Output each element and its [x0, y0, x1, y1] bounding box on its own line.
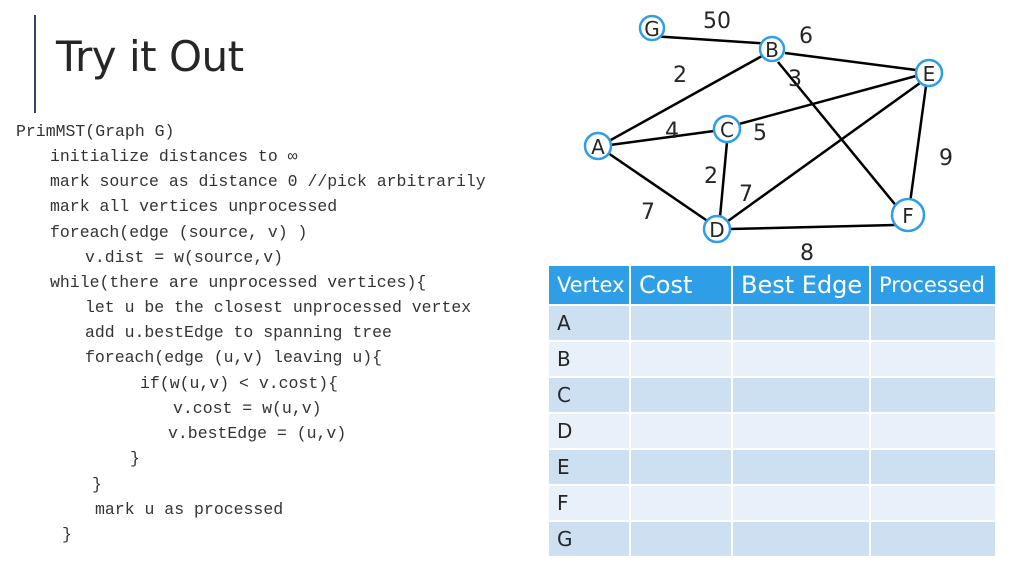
- edge-B-E: [784, 51, 917, 72]
- cell-cost[interactable]: [631, 304, 733, 340]
- node-F: F: [890, 197, 926, 233]
- cell-vertex: D: [549, 412, 631, 448]
- edge-B-F: [777, 61, 899, 209]
- cell-best-edge[interactable]: [733, 520, 871, 556]
- code-line: }: [92, 475, 102, 494]
- cell-vertex: B: [549, 340, 631, 376]
- weight-A-B: 2: [673, 63, 687, 88]
- slide-title: Try it Out: [56, 32, 244, 81]
- code-line: foreach(edge (source, v) ): [50, 223, 308, 242]
- code-line: add u.bestEdge to spanning tree: [85, 323, 392, 342]
- node-C: C: [712, 114, 742, 144]
- code-line: mark all vertices unprocessed: [50, 197, 338, 216]
- edge-E-F: [908, 85, 928, 204]
- cell-best-edge[interactable]: [733, 340, 871, 376]
- cell-cost[interactable]: [631, 520, 733, 556]
- cell-processed[interactable]: [871, 412, 995, 448]
- cell-vertex: G: [549, 520, 631, 556]
- node-D: D: [702, 214, 732, 244]
- code-line: if(w(u,v) < v.cost){: [140, 374, 339, 393]
- weight-D-E: 7: [739, 182, 753, 207]
- code-line: v.bestEdge = (u,v): [168, 424, 347, 443]
- edge-A-D: [607, 151, 710, 224]
- code-line: while(there are unprocessed vertices){: [50, 273, 427, 292]
- cell-cost[interactable]: [631, 412, 733, 448]
- cell-best-edge[interactable]: [733, 412, 871, 448]
- weight-E-F: 9: [939, 146, 953, 171]
- weight-D-F: 8: [800, 241, 814, 266]
- node-label: E: [923, 62, 936, 86]
- weight-B-F: 3: [788, 67, 802, 92]
- title-accent-bar: [34, 15, 36, 113]
- cell-processed[interactable]: [871, 520, 995, 556]
- cell-vertex: A: [549, 304, 631, 340]
- weight-G-B: 50: [703, 9, 731, 34]
- edge-D-F: [729, 223, 896, 231]
- code-line: PrimMST(Graph G): [16, 122, 175, 141]
- weight-A-D: 7: [641, 200, 655, 225]
- prim-table: Vertex Cost Best Edge Processed A B C D: [549, 266, 995, 556]
- cell-cost[interactable]: [631, 448, 733, 484]
- header-cost: Cost: [631, 266, 733, 304]
- table-row: A: [549, 304, 995, 340]
- table-row: G: [549, 520, 995, 556]
- code-line: mark source as distance 0 //pick arbitra…: [50, 172, 486, 191]
- edge-A-C: [609, 129, 715, 147]
- table-header-row: Vertex Cost Best Edge Processed: [549, 266, 995, 304]
- code-line: }: [62, 525, 72, 544]
- cell-vertex: F: [549, 484, 631, 520]
- cell-processed[interactable]: [871, 304, 995, 340]
- node-E: E: [914, 58, 944, 88]
- weight-C-D: 2: [704, 164, 718, 189]
- edge-C-D: [718, 141, 729, 218]
- node-G: G: [638, 14, 666, 42]
- cell-processed[interactable]: [871, 484, 995, 520]
- cell-vertex: E: [549, 448, 631, 484]
- node-B: B: [758, 35, 786, 63]
- code-line: initialize distances to ∞: [50, 147, 298, 166]
- node-label: G: [644, 17, 660, 41]
- cell-cost[interactable]: [631, 484, 733, 520]
- cell-best-edge[interactable]: [733, 484, 871, 520]
- header-best-edge: Best Edge: [733, 266, 871, 304]
- node-A: A: [583, 131, 613, 161]
- weight-C-E: 5: [753, 121, 767, 146]
- weight-A-C: 4: [665, 119, 679, 144]
- table-row: D: [549, 412, 995, 448]
- edge-G-B: [650, 34, 774, 46]
- weight-B-E: 6: [799, 24, 813, 49]
- node-label: F: [902, 204, 914, 228]
- cell-processed[interactable]: [871, 448, 995, 484]
- cell-vertex: C: [549, 376, 631, 412]
- code-line: v.cost = w(u,v): [173, 399, 322, 418]
- table-row: E: [549, 448, 995, 484]
- code-line: }: [130, 449, 140, 468]
- table-row: C: [549, 376, 995, 412]
- code-line: v.dist = w(source,v): [85, 248, 284, 267]
- edge-D-E: [727, 81, 921, 223]
- node-label: A: [591, 135, 605, 159]
- code-line: foreach(edge (u,v) leaving u){: [85, 348, 383, 367]
- node-label: B: [765, 38, 779, 62]
- edge-C-E: [738, 74, 917, 126]
- node-label: D: [709, 218, 724, 242]
- table-row: F: [549, 484, 995, 520]
- node-label: C: [720, 118, 734, 142]
- cell-best-edge[interactable]: [733, 376, 871, 412]
- table-row: B: [549, 340, 995, 376]
- cell-best-edge[interactable]: [733, 448, 871, 484]
- cell-cost[interactable]: [631, 376, 733, 412]
- cell-cost[interactable]: [631, 340, 733, 376]
- cell-processed[interactable]: [871, 376, 995, 412]
- edge-A-B: [599, 54, 763, 148]
- header-vertex: Vertex: [549, 266, 631, 304]
- header-processed: Processed: [871, 266, 995, 304]
- code-line: mark u as processed: [95, 500, 284, 519]
- code-line: let u be the closest unprocessed vertex: [85, 298, 472, 317]
- cell-best-edge[interactable]: [733, 304, 871, 340]
- cell-processed[interactable]: [871, 340, 995, 376]
